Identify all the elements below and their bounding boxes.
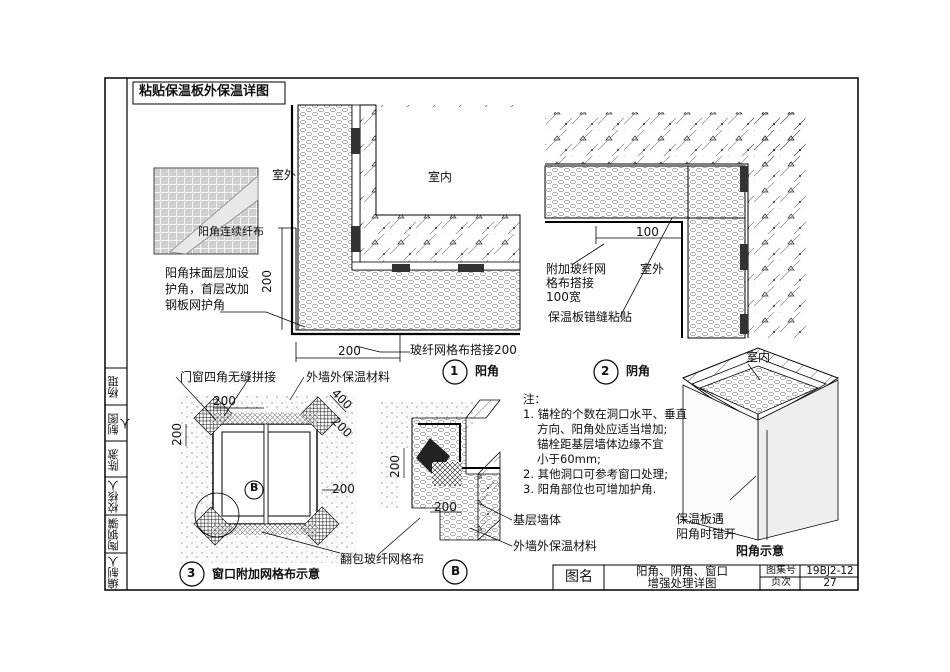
- detail-b-number-circle: [442, 559, 468, 585]
- corner-note-line-3: 钢板网护角: [165, 298, 226, 312]
- detail-b-mesh-label: 翻包玻纤网格布: [340, 552, 425, 566]
- detail-1-number-circle: [442, 359, 468, 385]
- window-dim-right: 200: [332, 482, 355, 496]
- detail-3-number-circle: [179, 561, 205, 587]
- detail-1-inside-label: 室内: [428, 170, 453, 184]
- detail-3-window-mesh: [175, 376, 356, 587]
- detail-b-section: [378, 399, 513, 585]
- window-dim-top: 200: [213, 394, 236, 408]
- window-dim-left: 200: [170, 423, 184, 446]
- atlas-number: 19BJ2-12: [806, 565, 854, 577]
- notes-line: 3. 阳角部位也可增加护角.: [523, 482, 657, 496]
- signature-name: 杨琨: [107, 376, 120, 398]
- page-number: 27: [823, 577, 837, 589]
- signature-label: 编制人: [107, 556, 120, 590]
- detail-2-outside-label: 室外: [640, 262, 665, 276]
- detail-1-outside-corner: [153, 104, 521, 385]
- signature-label: 制图人: [107, 413, 132, 435]
- detail-1-outside-label: 室外: [272, 168, 297, 182]
- detail-2-mesh-line-2: 格布搭接: [546, 276, 595, 290]
- detail-2-name: 阴角: [626, 364, 651, 378]
- detail-1-number: 1: [450, 364, 459, 378]
- title-block-name-1: 阳角、阴角、窗口: [636, 564, 728, 578]
- detail-2-board-label: 保温板错缝粘贴: [548, 310, 633, 324]
- signature-name: 陶钢骥: [107, 518, 120, 552]
- detail-b-dim-horizontal: 200: [434, 500, 457, 514]
- window-material-label: 外墙外保温材料: [306, 370, 391, 384]
- notes-block: 注： 1. 锚栓的个数在洞口水平、垂直 方向、阳角处应适当增加; 锚栓距基层墙体…: [523, 392, 687, 497]
- window-corner-label: 门窗四角无缝拼接: [180, 370, 277, 384]
- signature-column: [104, 367, 128, 591]
- detail-b-number: B: [451, 564, 461, 578]
- iso-note-line-2: 阳角时错开: [676, 527, 737, 541]
- detail-3-name: 窗口附加网格布示意: [212, 567, 321, 581]
- detail-2-inside-corner: [544, 112, 806, 385]
- detail-2-mesh-line-3: 100宽: [546, 290, 581, 304]
- page-label: 页次: [771, 577, 791, 588]
- atlas-label: 图集号: [766, 565, 796, 576]
- drawing-title: 粘贴保温板外保温详图: [139, 84, 270, 99]
- notes-line: 锚栓距基层墙体边缘不宜: [537, 437, 664, 451]
- detail-1-dim-vertical: 200: [260, 270, 274, 293]
- detail-2-dim-100: 100: [636, 225, 659, 239]
- signature-label: 校核人: [107, 480, 120, 514]
- detail-1-dim-horizontal: 200: [338, 344, 361, 358]
- title-block-name-2: 增强处理详图: [647, 576, 717, 590]
- notes-line: 方向、阳角处应适当增加;: [537, 422, 668, 436]
- notes-line: 小于60mm;: [537, 452, 601, 466]
- title-block-label: 图名: [565, 569, 593, 585]
- window-callout-b: B: [250, 481, 259, 494]
- signature-name: 陈激: [107, 449, 120, 471]
- detail-b-material-label: 外墙外保温材料: [513, 539, 598, 553]
- iso-note-line-1: 保温板遇: [676, 512, 725, 526]
- notes-line: 2. 其他洞口可参考窗口处理;: [523, 467, 669, 481]
- photo-mesh-label: 阳角连续纤布: [198, 225, 264, 238]
- mesh-overlap-label: 玻纤网格布搭接200: [410, 343, 517, 357]
- iso-inside-label: 室内: [746, 350, 771, 364]
- notes-heading: 注：: [523, 392, 546, 406]
- detail-2-mesh-line-1: 附加玻纤网: [546, 262, 607, 276]
- corner-note-line-1: 阳角抹面层加设: [165, 266, 250, 280]
- iso-corner-sketch: [681, 347, 840, 541]
- outer-frame: [104, 77, 859, 591]
- detail-2-number: 2: [601, 364, 610, 378]
- detail-b-wall-label: 基层墙体: [513, 513, 562, 527]
- detail-2-number-circle: [593, 359, 619, 385]
- detail-b-dim-vertical: 200: [388, 455, 402, 478]
- title-block: [552, 564, 859, 591]
- iso-caption: 阳角示意: [736, 544, 785, 558]
- corner-note-line-2: 护角，首层改加: [165, 282, 250, 296]
- notes-line: 1. 锚栓的个数在洞口水平、垂直: [523, 407, 688, 421]
- detail-1-name: 阳角: [475, 364, 500, 378]
- detail-3-number: 3: [187, 566, 196, 580]
